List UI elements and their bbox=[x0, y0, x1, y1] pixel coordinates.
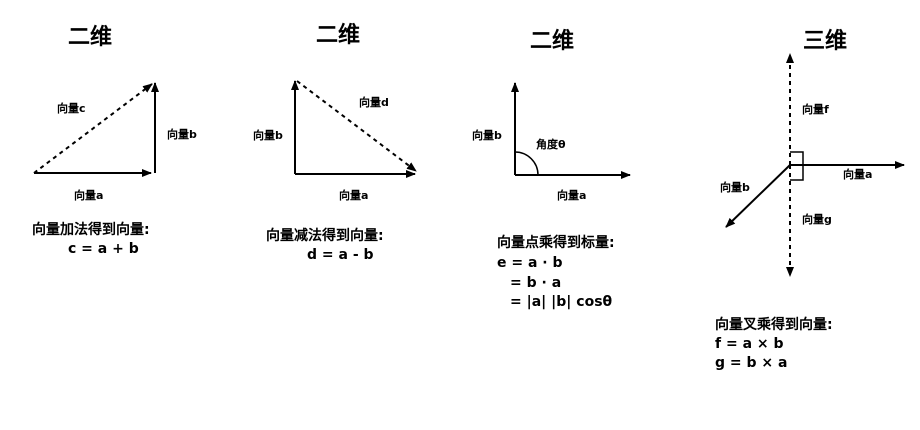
angle-arc bbox=[514, 151, 539, 176]
label-vector-a: 向量a bbox=[74, 188, 103, 202]
panel-title: 二维 bbox=[530, 28, 574, 54]
label-vector-f: 向量f bbox=[802, 102, 829, 116]
caption-heading: 向量叉乘得到向量: bbox=[715, 316, 833, 333]
panel-title: 二维 bbox=[68, 24, 112, 50]
panel-subtraction: 二维 向量d 向量b 向量a 向量减法得到向量: d = a - b bbox=[253, 22, 417, 263]
caption-heading: 向量减法得到向量: bbox=[266, 227, 384, 244]
caption-formula-1: f = a × b bbox=[715, 336, 784, 352]
label-vector-g: 向量g bbox=[802, 212, 832, 226]
label-vector-b: 向量b bbox=[720, 180, 750, 194]
panel-addition: 二维 向量c 向量b 向量a 向量加法得到向量: c = a + b bbox=[32, 24, 197, 257]
label-vector-b: 向量b bbox=[472, 128, 502, 142]
caption-formula: d = a - b bbox=[307, 247, 374, 263]
caption-heading: 向量点乘得到标量: bbox=[497, 234, 615, 251]
caption-formula: c = a + b bbox=[68, 241, 139, 257]
label-vector-a: 向量a bbox=[557, 188, 586, 202]
caption-formula-1: e = a · b bbox=[497, 255, 563, 271]
caption-formula-3: = |a| |b| cosθ bbox=[510, 294, 613, 310]
label-vector-a: 向量a bbox=[843, 167, 872, 181]
panel-title: 二维 bbox=[316, 22, 360, 48]
panel-title: 三维 bbox=[803, 28, 847, 54]
panel-cross-product: 三维 向量f 向量a 向量b 向量g 向量叉乘得到向量: f = a × b g… bbox=[715, 28, 905, 371]
caption-heading: 向量加法得到向量: bbox=[32, 221, 150, 238]
label-vector-d: 向量d bbox=[359, 95, 389, 109]
vector-d-arrow bbox=[296, 80, 417, 172]
caption-formula-2: g = b × a bbox=[715, 355, 787, 371]
label-angle-theta: 角度θ bbox=[536, 137, 566, 151]
vector-c-arrow bbox=[33, 83, 153, 174]
caption-formula-2: = b · a bbox=[510, 275, 561, 291]
panel-dot-product: 二维 向量b 角度θ 向量a 向量点乘得到标量: e = a · b = b ·… bbox=[472, 28, 631, 310]
label-vector-a: 向量a bbox=[339, 188, 368, 202]
vector-b-arrow bbox=[725, 164, 791, 228]
label-vector-b: 向量b bbox=[167, 127, 197, 141]
right-angle-mark bbox=[790, 151, 804, 181]
label-vector-b: 向量b bbox=[253, 128, 283, 142]
label-vector-c: 向量c bbox=[57, 101, 86, 115]
